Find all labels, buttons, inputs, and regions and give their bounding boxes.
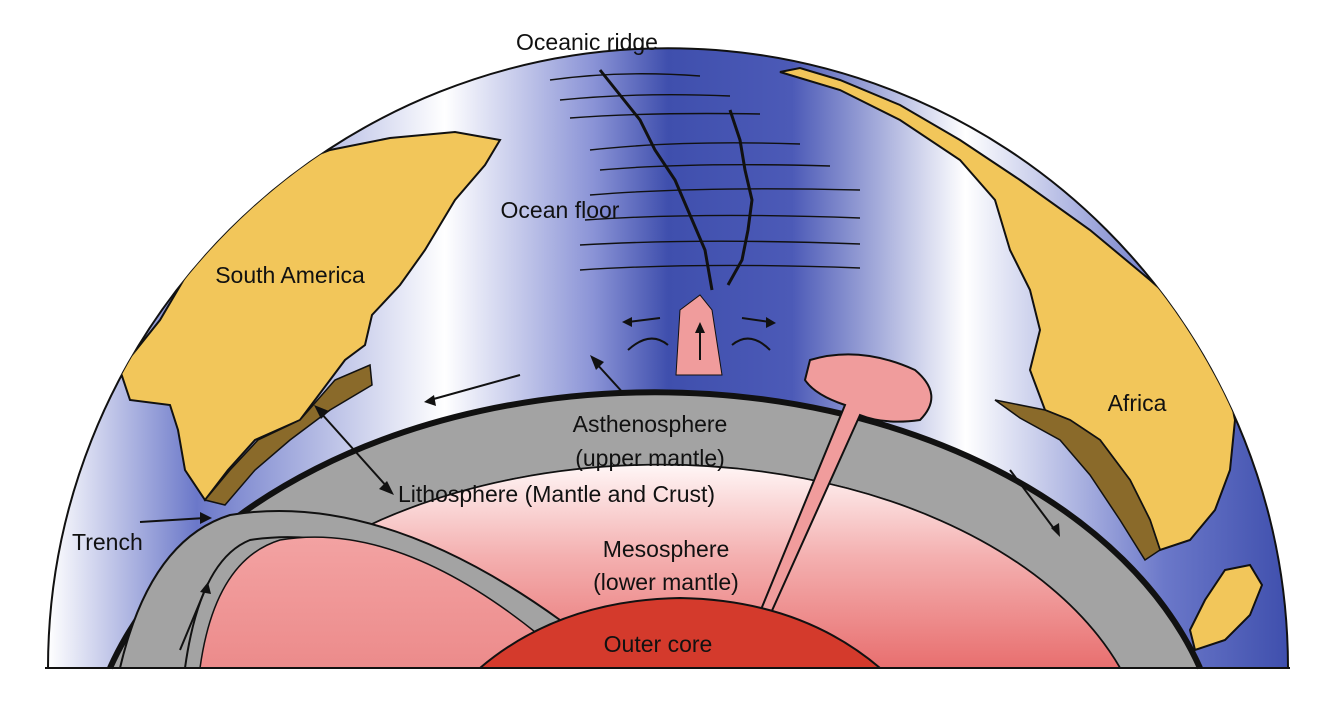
mesosphere-sub-label: (lower mantle) — [593, 569, 739, 595]
south-america-label: South America — [215, 262, 365, 288]
arrow-icon — [139, 317, 1060, 651]
africa-shelf — [994, 399, 1161, 562]
outer-core-label: Outer core — [604, 631, 713, 657]
madagascar-shape — [1188, 563, 1264, 652]
mesosphere-label: Mesosphere — [603, 536, 730, 562]
trench-label: Trench — [72, 529, 143, 555]
africa-label: Africa — [1108, 390, 1167, 416]
south-america-shelf — [203, 363, 373, 506]
outer-core — [477, 596, 883, 669]
lithosphere-label: Lithosphere (Mantle and Crust) — [398, 481, 715, 507]
ocean-floor-label: Ocean floor — [501, 197, 620, 223]
asthenosphere-sub-label: (upper mantle) — [575, 445, 725, 471]
ridge-fractures — [549, 69, 861, 291]
asthenosphere-label: Asthenosphere — [573, 411, 728, 437]
south-america-shape — [118, 130, 502, 502]
mantle-plume — [758, 353, 933, 617]
slab-interior — [199, 536, 547, 669]
oceanic-ridge-label: Oceanic ridge — [516, 29, 658, 55]
